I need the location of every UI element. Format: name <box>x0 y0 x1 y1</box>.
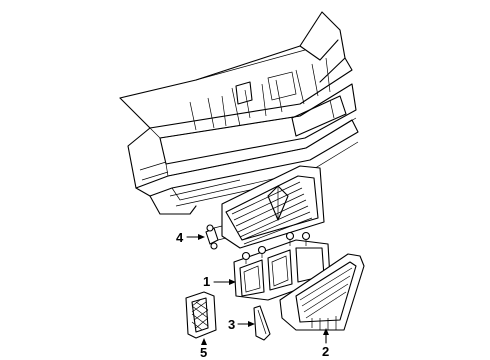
callout-1: 1 <box>203 274 236 289</box>
callout-2: 2 <box>322 328 329 359</box>
callout-4-arrow <box>198 234 205 240</box>
backup-lamp-grille <box>185 291 217 339</box>
callout-1-label: 1 <box>203 274 210 289</box>
callout-3: 3 <box>228 317 255 332</box>
callout-5-label: 5 <box>200 345 207 360</box>
tail-lamp-assembly <box>205 165 325 250</box>
callout-4: 4 <box>176 230 205 245</box>
side-marker-lamp <box>279 253 365 331</box>
vehicle-rear-body <box>119 11 359 215</box>
callout-2-label: 2 <box>322 344 329 359</box>
callout-5-arrow <box>201 338 207 345</box>
callout-5: 5 <box>200 338 207 360</box>
callout-3-arrow <box>248 321 255 327</box>
callout-3-label: 3 <box>228 317 235 332</box>
lamp-bezel-strip <box>253 305 271 341</box>
callout-2-arrow <box>323 328 329 335</box>
callout-1-arrow <box>229 279 236 285</box>
callout-4-label: 4 <box>176 230 184 245</box>
